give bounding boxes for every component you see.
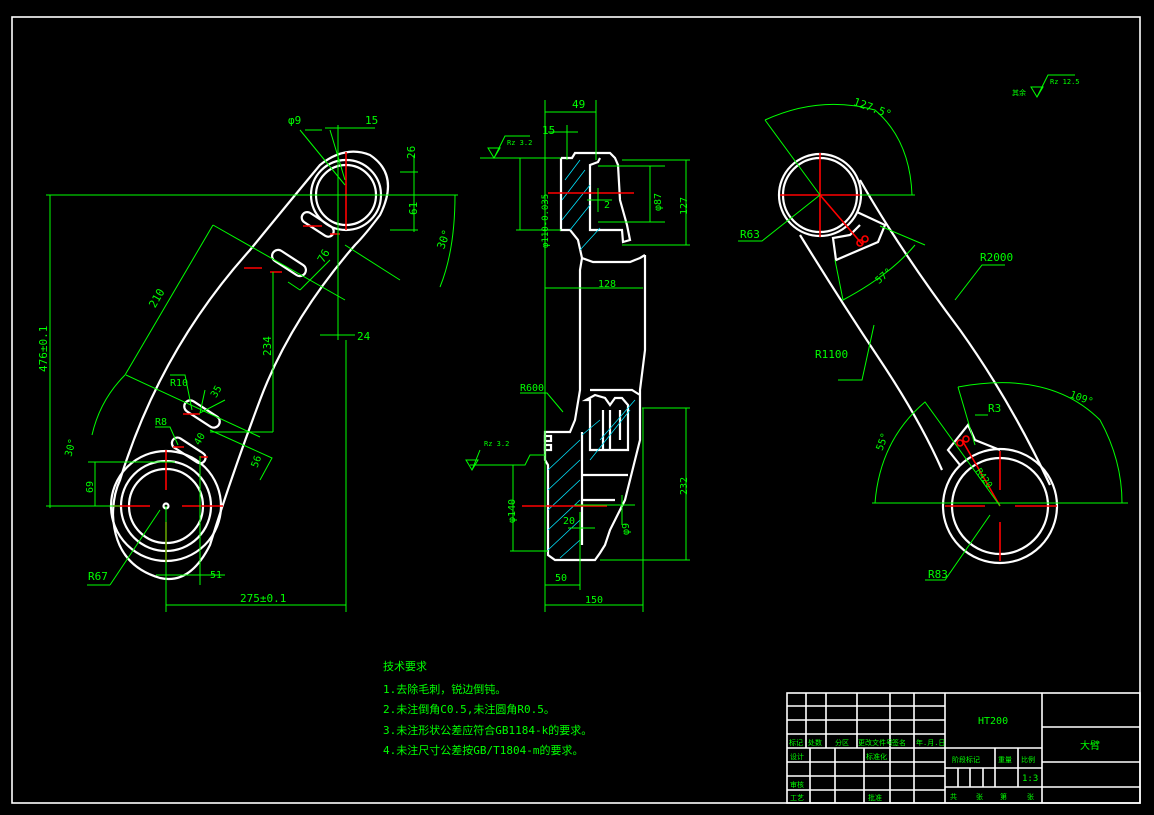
dim-label: Rz 3.2 (507, 139, 532, 147)
dim-label: 69 (85, 481, 96, 493)
tb-label: 第 (1000, 792, 1007, 801)
tb-label: 审核 (790, 780, 804, 789)
section-view: 49 15 Rz 3.2 φ110-0.035 φ87 2 127 128 R6… (465, 98, 690, 612)
tb-label: 工艺 (790, 794, 804, 802)
dim-label: 61 (407, 202, 420, 215)
slot-4 (170, 436, 207, 465)
dim-label: φ9 (621, 523, 632, 535)
dim-label: R1100 (815, 348, 848, 361)
tech-req-item: 3.未注形状公差应符合GB1184-k的要求。 (383, 723, 592, 737)
dim-label: 20 (563, 516, 575, 527)
dim-label: 234 (261, 336, 274, 356)
tb-label: 阶段标记 (952, 755, 980, 764)
dim-label: 30° (64, 438, 79, 458)
tb-label: 共 (950, 792, 957, 801)
arm-outline (111, 150, 390, 581)
dim-label: 57° (874, 267, 895, 287)
dim-label: φ110-0.035 (541, 194, 551, 248)
technical-requirements: 技术要求 1.去除毛刺，锐边倒钝。 2.未注倒角C0.5,未注圆角R0.5。 3… (383, 660, 592, 757)
dim-label: R600 (520, 383, 544, 394)
dim-label: 210 (146, 286, 167, 310)
dim-label: R420 (973, 467, 994, 491)
dim-label: 127.5° (851, 95, 893, 121)
tb-label: 处数 (808, 738, 822, 747)
dim-label: 15 (365, 114, 378, 127)
dim-label: 40 (192, 431, 208, 447)
tb-label: 标记 (789, 738, 803, 747)
tech-req-item: 4.未注尺寸公差按GB/T1804-m的要求。 (383, 743, 583, 757)
material: HT200 (978, 716, 1008, 727)
tb-label: 签名 (892, 738, 906, 747)
dim-label: 30° (434, 228, 453, 251)
dim-label: 2 (604, 200, 610, 211)
tb-label: 张 (976, 792, 983, 801)
dim-label: R3 (988, 402, 1001, 415)
tb-label: 标准化 (866, 752, 887, 761)
dim-label: R10 (170, 378, 188, 389)
left-view: φ9 15 26 61 30° 210 76 234 24 476±0.1 R1… (37, 114, 458, 612)
tb-label: 批准 (868, 793, 882, 802)
finish-prefix: 其余 (1012, 88, 1026, 97)
right-view: 127.5° R63 57° R2000 R1100 109° R3 55° R… (738, 95, 1128, 581)
dim-label: R67 (88, 570, 108, 583)
title-block: 标记 处数 分区 更改文件号 签名 年.月.日 设计 标准化 审核 工艺 批准 … (786, 692, 1141, 804)
dim-label: φ87 (653, 193, 664, 211)
dim-label: 35 (209, 384, 225, 400)
tb-label: 更改文件号 (858, 738, 893, 747)
dim-label: 26 (405, 146, 418, 159)
tech-req-title: 技术要求 (383, 660, 427, 673)
dim-label: 76 (315, 247, 333, 265)
dim-label: 275±0.1 (240, 592, 286, 605)
dim-label: φ9 (288, 114, 301, 127)
dim-label: 56 (250, 454, 264, 469)
scale-value: 1:3 (1022, 774, 1038, 784)
tb-label: 张 (1027, 792, 1034, 801)
dim-label: 127 (679, 197, 690, 215)
dim-label: Rz 3.2 (484, 440, 509, 448)
tech-req-item: 2.未注倒角C0.5,未注圆角R0.5。 (383, 702, 555, 716)
slot-2 (270, 248, 308, 278)
general-surface-finish: 其余 Rz 12.5 (1012, 74, 1080, 98)
dim-label: 476±0.1 (37, 326, 50, 372)
dim-label: 109° (1068, 390, 1094, 409)
tb-label: 年.月.日 (916, 738, 945, 747)
tb-label: 比例 (1021, 755, 1035, 764)
dim-label: 232 (679, 477, 690, 495)
slot-3 (183, 399, 221, 429)
dim-label: 24 (357, 330, 371, 343)
dim-label: 150 (585, 595, 603, 606)
dim-label: 15 (542, 124, 555, 137)
roughness-symbol-icon (1030, 74, 1075, 98)
dim-label: R8 (155, 417, 167, 428)
drawing-frame (11, 16, 1141, 804)
part-name: 大臂 (1080, 739, 1100, 752)
dim-label: R2000 (980, 251, 1013, 264)
section-view-dimensions: 49 15 Rz 3.2 φ110-0.035 φ87 2 127 128 R6… (484, 98, 690, 606)
tech-req-item: 1.去除毛刺，锐边倒钝。 (383, 682, 506, 696)
tb-label: 分区 (835, 738, 849, 747)
finish-value: Rz 12.5 (1050, 78, 1080, 86)
dim-label: R63 (740, 228, 760, 241)
dim-label: 49 (572, 98, 585, 111)
left-view-dimensions: φ9 15 26 61 30° 210 76 234 24 476±0.1 R1… (37, 114, 453, 605)
dim-label: 51 (210, 570, 222, 581)
dim-label: φ140 (507, 499, 518, 523)
dim-label: R83 (928, 568, 948, 581)
tb-label: 设计 (790, 752, 804, 761)
dim-label: 50 (555, 573, 567, 584)
dim-label: 128 (598, 279, 616, 290)
tb-label: 重量 (998, 756, 1012, 764)
